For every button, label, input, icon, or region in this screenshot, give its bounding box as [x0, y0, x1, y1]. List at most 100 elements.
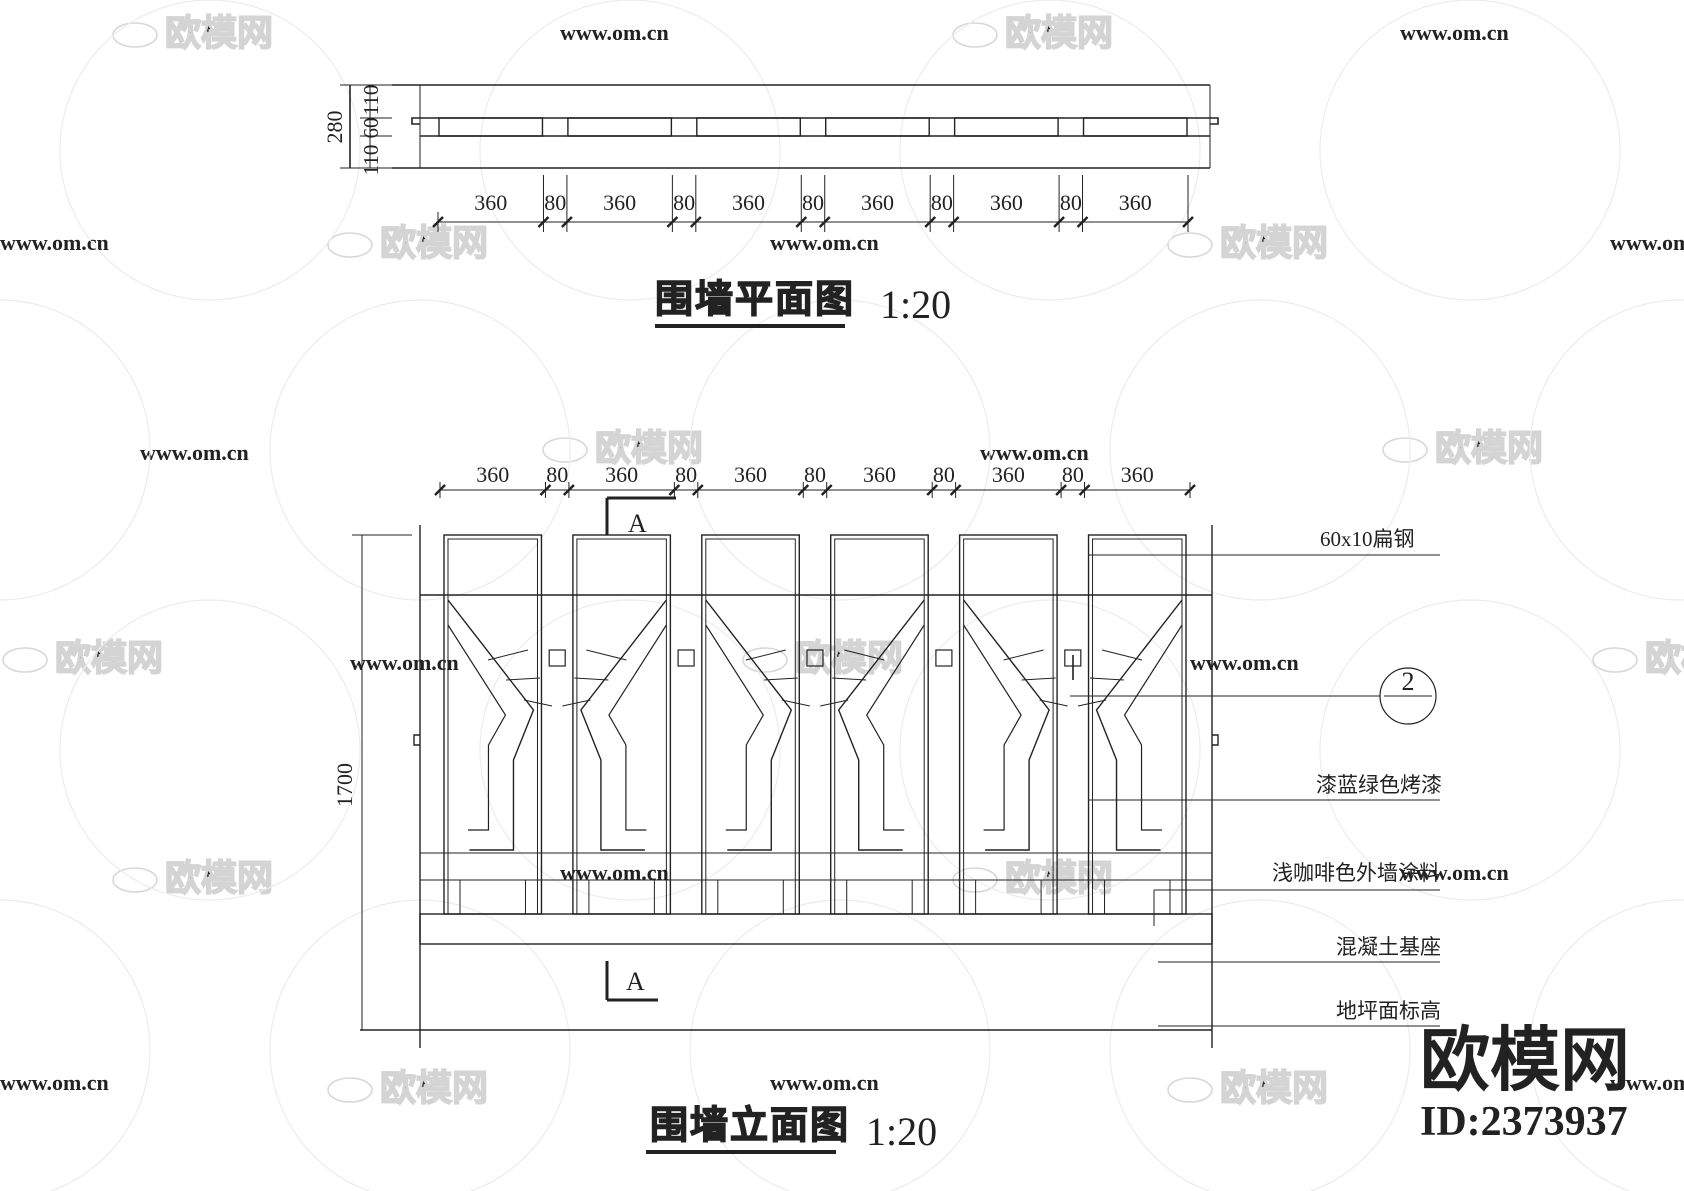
plan-vertical-dims: 280 110 60 110	[322, 85, 383, 176]
elevation-dim-label: 360	[1121, 462, 1154, 487]
watermark-url: www.om.cn	[980, 440, 1089, 465]
watermark-sofa-icon	[327, 1077, 373, 1103]
section-mark-top: A	[628, 509, 647, 538]
watermark-url: www.om.cn	[0, 1070, 109, 1095]
watermark-arc	[1319, 0, 1621, 301]
plan-dim-label: 360	[474, 190, 507, 215]
elevation-title: 围墙立面图	[650, 1105, 850, 1147]
watermark-arc	[1529, 299, 1684, 601]
elevation-view	[352, 482, 1440, 1048]
elevation-title-block: 围墙立面图 1:20	[646, 1104, 937, 1154]
watermark-url: www.om.cn	[1400, 860, 1509, 885]
annotation-paint: 漆蓝绿色烤漆	[1316, 773, 1442, 797]
watermark-sofa-icon	[1382, 437, 1428, 463]
elevation-dim-label: 80	[804, 462, 826, 487]
watermark-logo: 欧模网	[1005, 858, 1113, 898]
watermark-logo: 欧模网	[55, 638, 163, 678]
watermark-url: www.om.cn	[0, 230, 109, 255]
watermark-arc	[689, 899, 991, 1191]
brand-stamp: 欧模网 ID:2373937	[1420, 1022, 1630, 1145]
plan-dim-total: 280	[322, 111, 347, 144]
watermark-url: www.om.cn	[1400, 20, 1509, 45]
annotation-ground-level: 地坪面标高	[1336, 999, 1441, 1023]
annotation-flat-steel: 60x10扁钢	[1320, 527, 1415, 551]
watermark-logo: 欧模网	[595, 428, 703, 468]
watermark-url: www.om.cn	[770, 230, 879, 255]
plan-dim-label: 80	[673, 190, 695, 215]
section-mark-bottom: A	[626, 967, 645, 996]
watermark-sofa-icon	[542, 437, 588, 463]
detail-callout-number: 2	[1402, 667, 1415, 696]
watermark-url: www.om.cn	[1610, 1070, 1684, 1095]
watermark-url: www.om.cn	[140, 440, 249, 465]
elevation-scale: 1:20	[866, 1109, 937, 1154]
plan-dim-label: 80	[1060, 190, 1082, 215]
plan-scale: 1:20	[880, 282, 951, 327]
watermark-logo: 欧模网	[165, 858, 273, 898]
watermark-logo: 欧模网	[380, 223, 488, 263]
watermark-arc	[1109, 899, 1411, 1191]
elevation-dim-label: 360	[476, 462, 509, 487]
watermark-arc	[1529, 899, 1684, 1191]
watermark-sofa-icon	[112, 867, 158, 893]
plan-dim-label: 80	[802, 190, 824, 215]
watermark-arc	[59, 599, 361, 901]
elevation-dim-label: 80	[933, 462, 955, 487]
watermark-logo: 欧模网	[1220, 1068, 1328, 1108]
annotation-wall-coating: 浅咖啡色外墙涂料	[1272, 861, 1440, 885]
plan-view	[340, 84, 1219, 232]
elevation-dim-label: 80	[675, 462, 697, 487]
watermark-url: www.om.cn	[1610, 230, 1684, 255]
watermark-sofa-icon	[1167, 1077, 1213, 1103]
watermark-arc	[899, 599, 1201, 901]
plan-dim-label: 360	[1119, 190, 1152, 215]
watermark-logo: 欧模网	[1645, 638, 1684, 678]
watermark-sofa-icon	[112, 22, 158, 48]
watermark-arc	[1319, 599, 1621, 901]
watermark-arc	[1109, 299, 1411, 601]
watermark-sofa-icon	[1592, 647, 1638, 673]
watermark-arc	[59, 0, 361, 301]
watermark-logo: 欧模网	[1005, 13, 1113, 53]
brand-name: 欧模网	[1420, 1022, 1630, 1100]
elevation-dim-height: 1700	[332, 763, 357, 807]
watermark-arc	[479, 0, 781, 301]
plan-dim-label: 360	[732, 190, 765, 215]
plan-dim-label: 80	[931, 190, 953, 215]
watermark-url: www.om.cn	[770, 1070, 879, 1095]
elevation-dim-label: 360	[863, 462, 896, 487]
watermark-logo: 欧模网	[1220, 223, 1328, 263]
watermark-url: www.om.cn	[560, 20, 669, 45]
elevation-dim-label: 80	[546, 462, 568, 487]
plan-dim-label: 80	[544, 190, 566, 215]
plan-title-block: 围墙平面图 1:20	[654, 278, 951, 328]
watermark-logo: 欧模网	[380, 1068, 488, 1108]
watermark-url: www.om.cn	[350, 650, 459, 675]
watermark-logo: 欧模网	[1435, 428, 1543, 468]
watermark-sofa-icon	[952, 22, 998, 48]
watermark-url: www.om.cn	[560, 860, 669, 885]
elevation-dim-label: 360	[605, 462, 638, 487]
plan-dim-label: 360	[603, 190, 636, 215]
watermark-sofa-icon	[2, 647, 48, 673]
plan-dimension-labels: 360 80 360 80 360 80 360 80 360 80 360	[474, 190, 1152, 215]
annotation-concrete-base: 混凝土基座	[1336, 935, 1441, 959]
plan-dim-v1: 110	[359, 85, 383, 116]
watermark-sofa-icon	[1167, 232, 1213, 258]
plan-dim-v3: 110	[359, 145, 383, 176]
elevation-annotations: 60x10扁钢 漆蓝绿色烤漆 浅咖啡色外墙涂料 混凝土基座 地坪面标高	[1272, 527, 1442, 1023]
elevation-dim-label: 360	[992, 462, 1025, 487]
watermark-sofa-icon	[327, 232, 373, 258]
watermark-arc	[899, 0, 1201, 301]
plan-dim-label: 360	[990, 190, 1023, 215]
watermark-sofa-icon	[742, 647, 788, 673]
brand-id: ID:2373937	[1420, 1099, 1628, 1145]
watermark-arc	[689, 299, 991, 601]
plan-dim-label: 360	[861, 190, 894, 215]
detail-callout: 2	[1402, 667, 1415, 696]
watermark-logo: 欧模网	[165, 13, 273, 53]
watermark-logo: 欧模网	[795, 638, 903, 678]
